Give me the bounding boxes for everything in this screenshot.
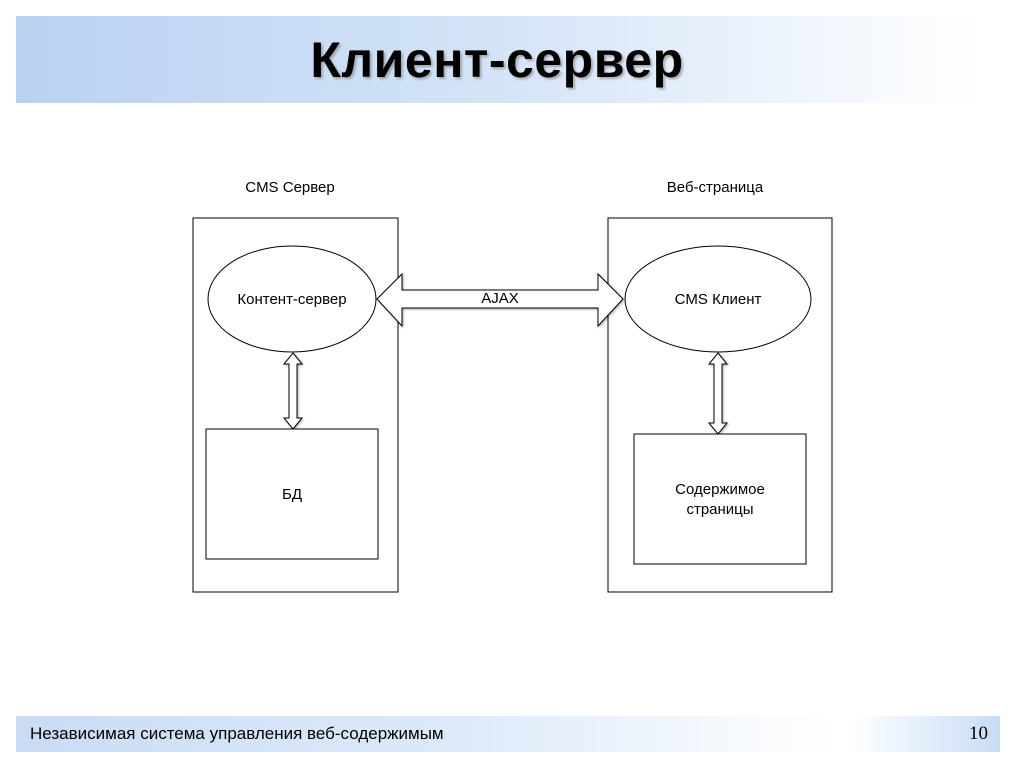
slide-title: Клиент-сервер [310,31,684,88]
cms-client-label: CMS Клиент [675,291,762,308]
db-box [205,428,379,560]
page-content-label-line2: страницы [686,501,753,518]
server-group-label: CMS Сервер [245,179,335,196]
ajax-label: AJAX [481,290,519,307]
page-number-bar: 10 [850,716,1000,752]
title-bar: Клиент-сервер [16,16,978,103]
db-label: БД [282,486,302,503]
page-content-box [633,433,807,565]
footer-bar: Независимая система управления веб-содер… [16,716,834,752]
ajax-double-arrow [376,272,624,328]
client-group-label: Веб-страница [667,179,764,196]
page-content-label-line1: Содержимое [675,481,765,498]
content-server-label: Контент-сервер [237,291,346,308]
page-number: 10 [969,723,988,744]
footer-text: Независимая система управления веб-содер… [30,724,444,743]
cms-client-node [624,245,812,353]
content-server-node [207,245,377,353]
